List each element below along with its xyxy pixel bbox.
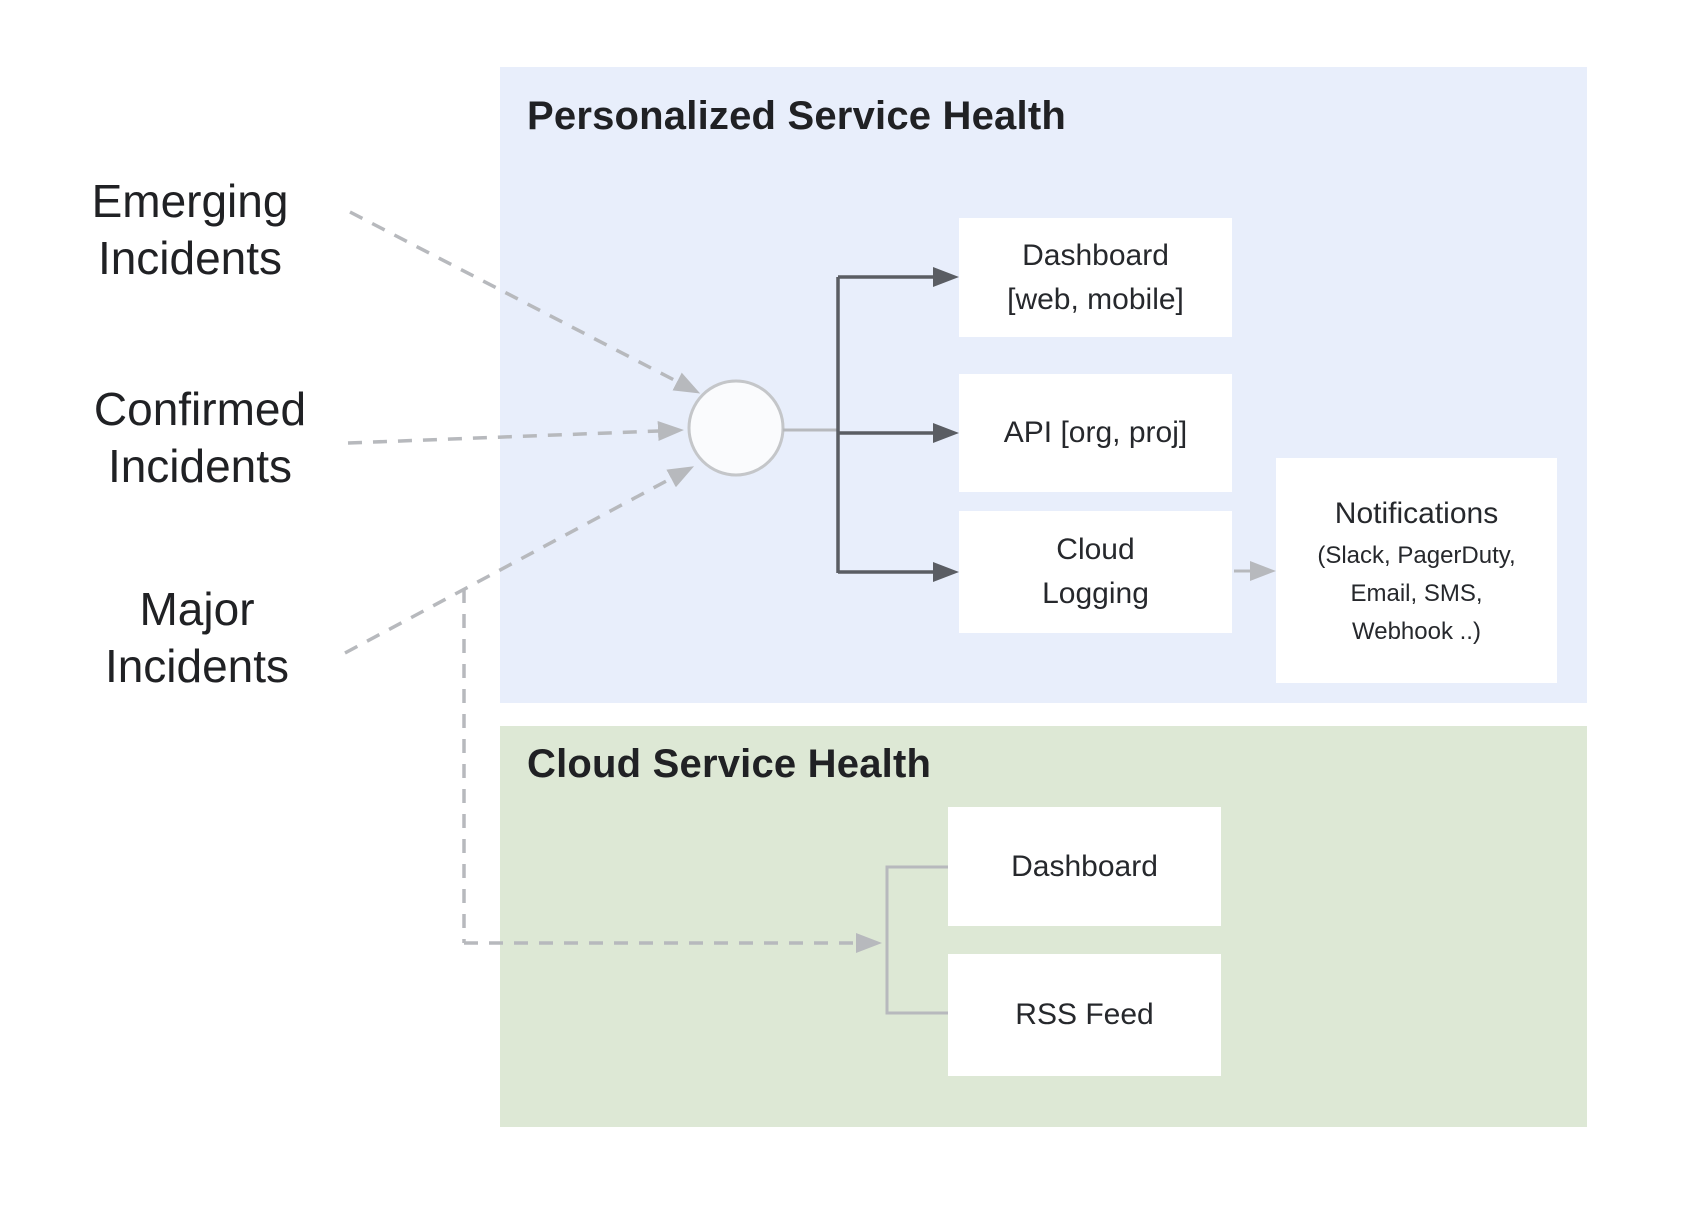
personalized-panel-title: Personalized Service Health — [527, 94, 1066, 138]
box-notifications: Notifications (Slack, PagerDuty, Email, … — [1276, 458, 1557, 683]
label-emerging-incidents: Emerging Incidents — [91, 175, 289, 284]
notifications-title: Notifications — [1334, 496, 1499, 530]
box-api-org-proj: API [org, proj] — [959, 374, 1232, 492]
box-public-dashboard: Dashboard — [948, 807, 1221, 926]
box-cloud-logging: Cloud Logging — [959, 511, 1232, 633]
cloud-panel-title: Cloud Service Health — [527, 742, 932, 786]
notifications-channels: (Slack, PagerDuty, Email, SMS, Webhook .… — [1317, 541, 1516, 645]
label-confirmed-incidents: Confirmed Incidents — [93, 383, 307, 492]
label-major-incidents: Major Incidents — [104, 583, 290, 692]
box-dashboard-web-mobile: Dashboard [web, mobile] — [959, 218, 1232, 337]
box-rss-feed: RSS Feed — [948, 954, 1221, 1076]
